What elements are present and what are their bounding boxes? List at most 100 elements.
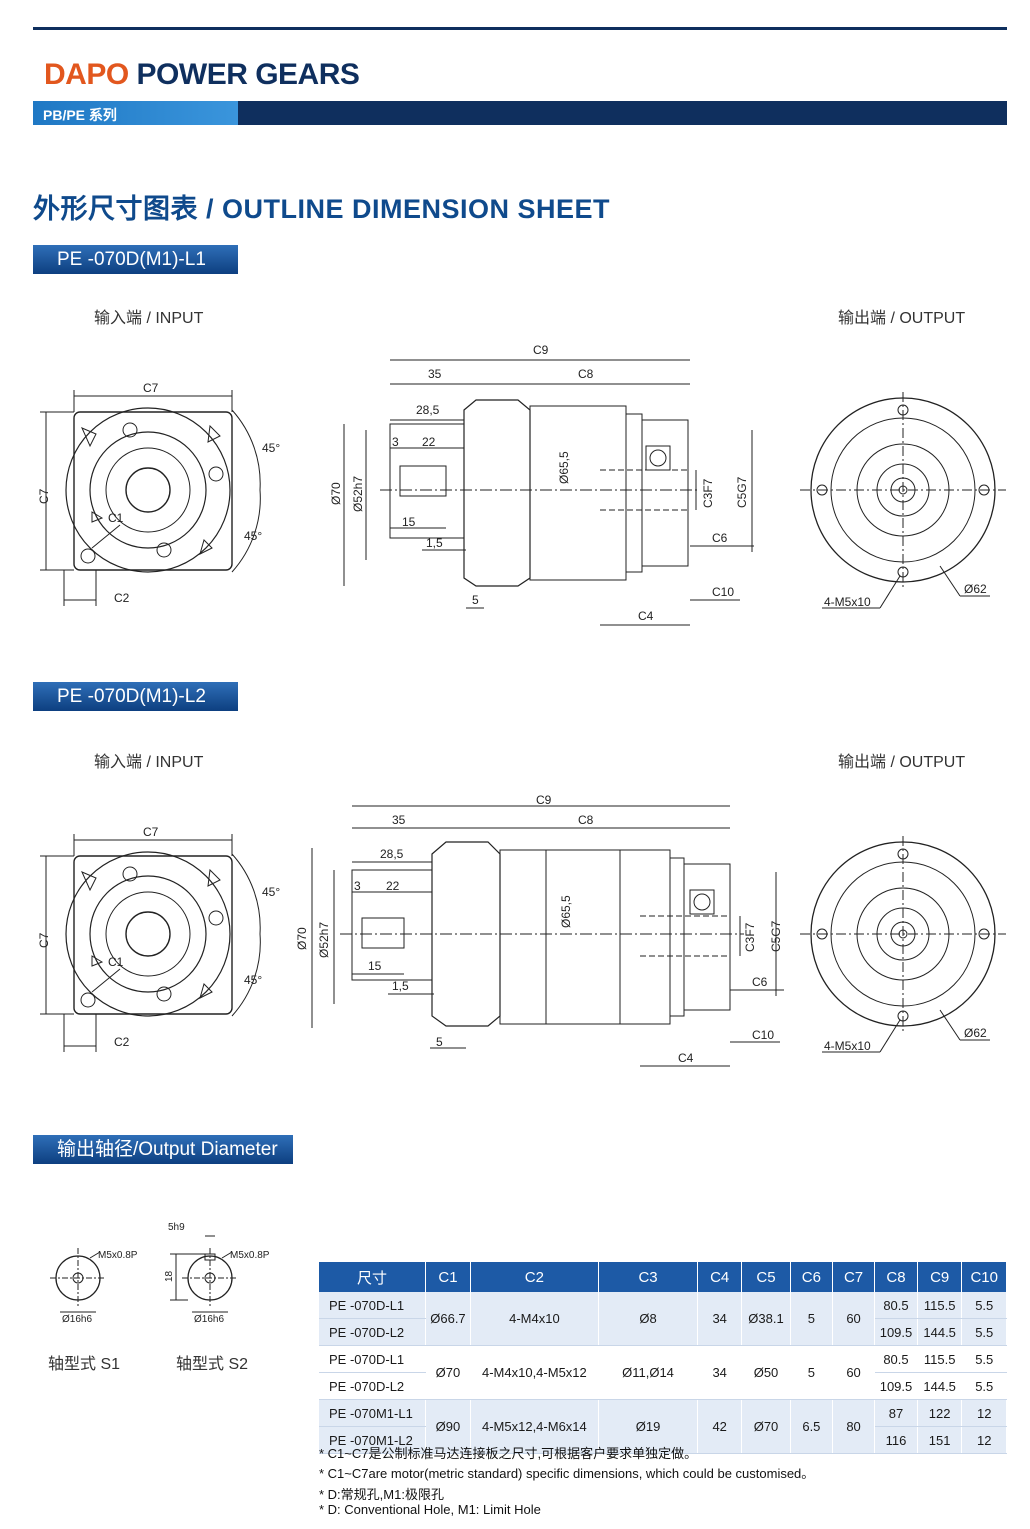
table-row: PE -070D-L1 Ø66.7 4-M4x10 Ø8 34 Ø38.1 5 … (319, 1292, 1007, 1346)
output-label-l2: 输出端 / OUTPUT (838, 754, 966, 771)
cell-c6: 6.5 (790, 1399, 833, 1454)
cell-c1: Ø90 (425, 1399, 471, 1454)
dim-c10-l2: C10 (752, 1028, 774, 1042)
cell-c5: Ø38.1 (741, 1292, 791, 1346)
table-row: PE -070D-L2 109.5 144.5 5.5 (319, 1318, 1007, 1346)
dim-c10-l1: C10 (712, 585, 734, 599)
dim-d62-l2: Ø62 (964, 1026, 987, 1040)
cell-c9: 144.5 (917, 1318, 963, 1346)
dim-c8-l2: C8 (578, 813, 594, 827)
thread-s1: M5x0.8P (98, 1250, 138, 1261)
dim-c7-top-l2: C7 (143, 825, 159, 839)
cell-c8: 80.5 (874, 1292, 918, 1319)
dim-c4-l1: C4 (638, 609, 654, 623)
cell-model: PE -070D-L2 (319, 1372, 427, 1400)
cell-c4: 42 (697, 1399, 743, 1454)
cell-c7: 80 (832, 1399, 876, 1454)
section-title: 外形尺寸图表 / OUTLINE DIMENSION SHEET (33, 194, 611, 224)
dim-3-l1: 3 (392, 435, 399, 449)
table-row: PE -070M1-L2 116 151 12 (319, 1426, 1007, 1454)
output-label-l1: 输出端 / OUTPUT (838, 310, 966, 327)
brand-title: DAPO POWER GEARS (44, 58, 360, 92)
drawing-tag-l1: PE -070D(M1)-L1 (33, 245, 238, 274)
dim-45b-l2: 45° (244, 973, 262, 987)
dim-d62-l1: Ø62 (964, 582, 987, 596)
side-view-l2 (311, 805, 784, 1067)
dim-45b-l1: 45° (244, 529, 262, 543)
dim-3-l2: 3 (354, 879, 361, 893)
series-label: PB/PE 系列 (43, 107, 117, 123)
output-diameter-tag: 输出轴径/Output Diameter (33, 1135, 293, 1164)
shaft-s1-drawing (50, 1248, 106, 1313)
table-row: PE -070D-L1 Ø70 4-M4x10,4-M5x12 Ø11,Ø14 … (319, 1345, 1007, 1400)
cell-c10: 12 (961, 1426, 1007, 1454)
shaft-s2-label: 轴型式 S2 (176, 1356, 249, 1373)
input-view-l2 (40, 834, 261, 1052)
dim-15b-l2: 1,5 (392, 979, 409, 993)
dim-285-l1: 28,5 (416, 403, 440, 417)
cell-c8: 87 (874, 1399, 918, 1427)
table-header-row: 尺寸 C1 C2 C3 C4 C5 C6 C7 C8 C9 C10 (319, 1262, 1007, 1292)
th-c7: C7 (832, 1262, 876, 1292)
cell-c10: 5.5 (961, 1372, 1007, 1400)
th-c4: C4 (697, 1262, 743, 1292)
dim-m5-l2: 4-M5x10 (824, 1039, 871, 1053)
output-view-l2 (800, 836, 1006, 1053)
cell-c9: 144.5 (917, 1372, 963, 1400)
cell-c5: Ø50 (741, 1345, 791, 1400)
shaft-s1-label: 轴型式 S1 (48, 1356, 121, 1373)
th-c8: C8 (874, 1262, 918, 1292)
cell-c10: 5.5 (961, 1318, 1007, 1346)
input-label-l1: 输入端 / INPUT (94, 310, 204, 327)
note-3: * D:常规孔,M1:极限孔 (319, 1487, 444, 1502)
cell-c2: 4-M4x10 (470, 1292, 599, 1346)
cell-c9: 115.5 (917, 1345, 963, 1373)
dim-52-l2: Ø52h7 (317, 922, 331, 958)
dim-c3-l2: C3F7 (743, 922, 757, 952)
table-row: PE -070M1-L1 Ø90 4-M5x12,4-M6x14 Ø19 42 … (319, 1399, 1007, 1454)
cell-c5: Ø70 (741, 1399, 791, 1454)
dim-15b-l1: 1,5 (426, 536, 443, 550)
dim-70-l1: Ø70 (329, 482, 343, 505)
cell-model: PE -070D-L1 (319, 1345, 427, 1373)
cell-c8: 80.5 (874, 1345, 918, 1373)
dim-655-l2: Ø65,5 (559, 895, 573, 928)
dim-c1-l1: C1 (108, 511, 124, 525)
cell-c9: 122 (917, 1399, 963, 1427)
cell-c2: 4-M5x12,4-M6x14 (470, 1399, 599, 1454)
dim-5-l2: 5 (436, 1035, 443, 1049)
cell-c4: 34 (697, 1292, 743, 1346)
dim-655-l1: Ø65,5 (557, 451, 571, 484)
cell-c1: Ø66.7 (425, 1292, 471, 1346)
dim-m5-l1: 4-M5x10 (824, 595, 871, 609)
cell-c6: 5 (790, 1345, 833, 1400)
input-label-l2: 输入端 / INPUT (94, 754, 204, 771)
drawing-tag-l2: PE -070D(M1)-L2 (33, 682, 238, 711)
dimension-table: 尺寸 C1 C2 C3 C4 C5 C6 C7 C8 C9 C10 PE -07… (319, 1262, 1007, 1454)
dim-45a-l1: 45° (262, 441, 280, 455)
th-size: 尺寸 (319, 1262, 427, 1292)
dim-c4-l2: C4 (678, 1051, 694, 1065)
cell-c10: 5.5 (961, 1345, 1007, 1373)
cell-c7: 60 (832, 1345, 876, 1400)
dim-22-l2: 22 (386, 879, 400, 893)
cell-c9: 151 (917, 1426, 963, 1454)
output-view-l1 (800, 392, 1006, 609)
cell-model: PE -070D-L2 (319, 1318, 427, 1346)
cell-c8: 109.5 (874, 1372, 918, 1400)
th-c3: C3 (598, 1262, 699, 1292)
dim-c7-top-l1: C7 (143, 381, 159, 395)
cell-c8: 109.5 (874, 1318, 918, 1346)
shaft-s2-drawing (170, 1235, 238, 1313)
dim-c5-l1: C5G7 (735, 476, 749, 508)
cell-c10: 12 (961, 1399, 1007, 1427)
th-c2: C2 (470, 1262, 599, 1292)
dim-15-l1: 15 (402, 515, 416, 529)
th-c5: C5 (741, 1262, 791, 1292)
dim-c1-l2: C1 (108, 955, 124, 969)
dim-c9-l1: C9 (533, 343, 549, 357)
dim-c7-side-l2: C7 (37, 932, 51, 948)
dia-s2: Ø16h6 (194, 1314, 224, 1325)
note-2: * C1~C7are motor(metric standard) specif… (319, 1466, 815, 1481)
cell-c7: 60 (832, 1292, 876, 1346)
